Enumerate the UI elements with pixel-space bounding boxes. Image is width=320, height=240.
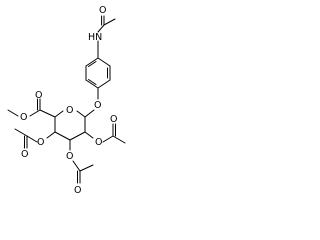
bond-c4-o [46,131,56,139]
atom-label-ester-methoxy-o: O [20,112,27,123]
atom-label-amide-o: O [99,5,106,16]
atom-label-c4-carbonyl-o: O [21,149,28,160]
bond-ring-a4 [85,79,99,89]
bond-c2-c3 [69,131,86,141]
atom-label-c2-ester-o: O [95,137,102,148]
bond-ring-a1 [97,57,111,67]
bond-ring-inner-2 [88,79,97,85]
bond-amide-c-n [97,24,105,33]
bond-c2-o-c [102,135,114,143]
bond-ester-o-methyl [7,109,19,117]
bond-c5-ring-o [54,110,64,118]
bond-ring-a6 [85,57,99,67]
bond-ring-a3 [97,79,111,89]
bond-c2-o [84,131,94,139]
chemical-structure-drawing: O HN O O O O O O O O O O [7,5,126,196]
bond-o-anomeric-c [84,109,95,118]
bond-c3-c4 [54,131,71,141]
bond-ester-c-o [29,109,41,117]
atom-label-ester-carbonyl-o: O [35,90,42,101]
atom-label-c4-ester-o: O [37,137,44,148]
bond-ring-o-c1 [76,110,86,118]
atom-label-c3-ester-o: O [66,151,73,162]
bond-c3-acyl-methyl [79,164,94,172]
bond-c5-ester-c [39,109,56,118]
bond-c4-acyl-methyl [14,128,28,137]
structure-diagram: O HN O O O O O O O O O O [0,0,140,210]
atom-label-ring-o: O [66,105,73,116]
bond-ring-inner-3 [88,61,97,67]
bond-c2-acyl-methyl [112,135,126,144]
atom-label-phenol-o: O [94,100,101,111]
atom-label-c2-carbonyl-o: O [110,114,117,125]
atom-label-c3-carbonyl-o: O [74,185,81,196]
bond-c4-o-c [26,135,38,143]
bond-acetyl-methyl [103,18,116,26]
atom-label-nh: HN [88,32,102,43]
bond-c3-o-c [72,160,81,172]
